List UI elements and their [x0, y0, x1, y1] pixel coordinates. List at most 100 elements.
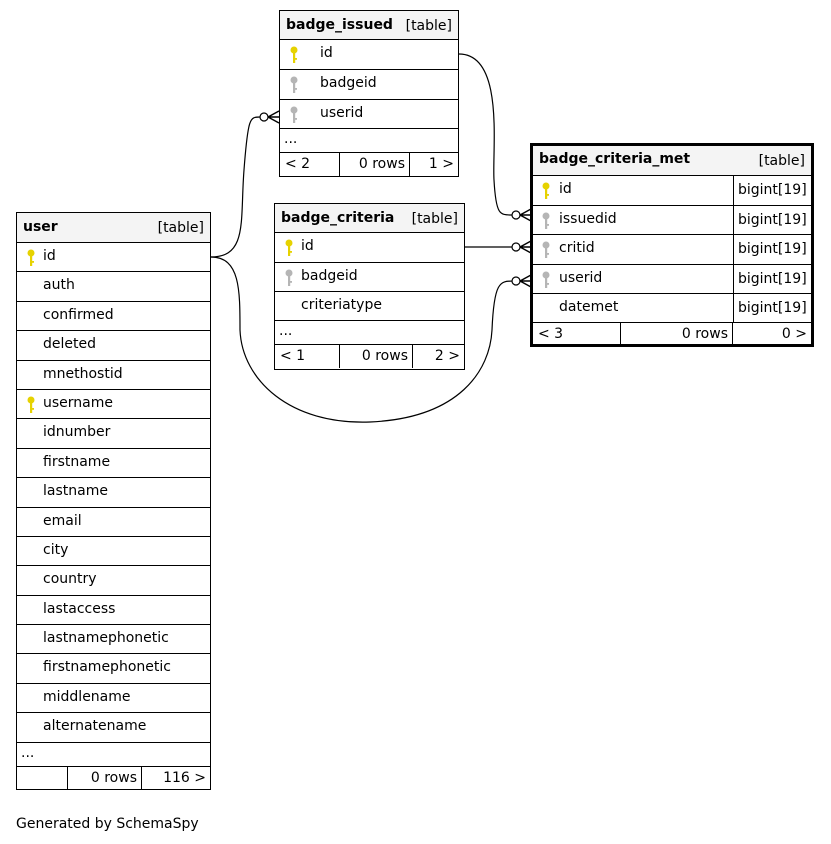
row-count: 0 rows: [681, 326, 728, 342]
table-name: badge_issued: [286, 17, 393, 33]
column-type: bigint[19]: [733, 265, 811, 293]
column-row[interactable]: username: [17, 390, 210, 420]
foreign-key-icon: [290, 76, 298, 93]
column-row[interactable]: lastaccess: [17, 596, 210, 626]
column-row[interactable]: datemet bigint[19]: [533, 294, 811, 323]
column-row[interactable]: id: [275, 233, 464, 263]
table-badge-issued[interactable]: badge_issued [table] id badgeid userid .…: [279, 10, 459, 177]
column-name: id: [43, 248, 56, 264]
children-count[interactable]: 0 >: [781, 326, 807, 342]
row-count: 0 rows: [358, 156, 405, 172]
column-name: id: [301, 238, 314, 254]
row-count: 0 rows: [90, 769, 137, 786]
column-row[interactable]: lastname: [17, 478, 210, 508]
children-count[interactable]: 116 >: [163, 769, 206, 786]
table-footer: < 2 0 rows 1 >: [280, 153, 458, 176]
column-row[interactable]: city: [17, 537, 210, 567]
foreign-key-icon: [285, 269, 293, 286]
column-row[interactable]: deleted: [17, 331, 210, 361]
table-header: badge_criteria_met [table]: [533, 146, 811, 176]
column-name: username: [43, 394, 113, 411]
table-badge-criteria[interactable]: badge_criteria [table] id badgeid criter…: [274, 203, 465, 370]
column-row[interactable]: lastnamephonetic: [17, 625, 210, 655]
column-row[interactable]: mnethostid: [17, 361, 210, 390]
column-name: firstname: [43, 453, 111, 470]
column-row[interactable]: alternatename: [17, 713, 210, 743]
table-footer: < 3 0 rows 0 >: [533, 323, 811, 347]
column-row[interactable]: firstnamephonetic: [17, 654, 210, 684]
table-footer: 0 rows 116 >: [17, 766, 210, 790]
more-columns: ...: [17, 743, 210, 767]
column-row[interactable]: badgeid: [275, 263, 464, 292]
column-name: mnethostid: [43, 365, 123, 382]
table-header: badge_issued [table]: [280, 11, 458, 40]
column-row[interactable]: userid: [280, 100, 458, 129]
primary-key-icon: [27, 396, 35, 413]
table-kind: [table]: [157, 220, 204, 236]
column-name: badgeid: [301, 268, 358, 284]
column-row[interactable]: idnumber: [17, 419, 210, 449]
primary-key-icon: [27, 249, 35, 266]
foreign-key-icon: [542, 241, 550, 258]
column-row[interactable]: badgeid: [280, 70, 458, 100]
column-name: country: [43, 571, 97, 588]
children-count[interactable]: 2 >: [434, 348, 460, 364]
parents-count[interactable]: < 1: [280, 348, 306, 364]
table-kind: [table]: [405, 18, 452, 34]
parents-count[interactable]: < 3: [538, 326, 564, 342]
edge-user-to-issued: [210, 116, 261, 258]
column-name: lastaccess: [43, 600, 116, 617]
column-name: email: [43, 512, 82, 529]
column-name: userid: [559, 270, 603, 286]
table-name: badge_criteria_met: [539, 151, 691, 167]
column-row[interactable]: country: [17, 566, 210, 596]
column-name: criteriatype: [301, 297, 382, 313]
column-name: id: [320, 45, 333, 61]
column-row[interactable]: id bigint[19]: [533, 176, 811, 206]
column-row[interactable]: email: [17, 508, 210, 537]
column-name: city: [43, 541, 69, 558]
edge-issued-to-met: [458, 53, 514, 216]
column-type: bigint[19]: [733, 176, 811, 205]
more-columns: ...: [275, 321, 464, 345]
column-name: critid: [559, 240, 595, 256]
parents-count[interactable]: < 2: [285, 156, 311, 172]
table-header: user [table]: [17, 213, 210, 243]
primary-key-icon: [542, 182, 550, 199]
column-name: issuedid: [559, 211, 617, 227]
table-kind: [table]: [758, 153, 805, 169]
column-row[interactable]: id: [17, 243, 210, 273]
row-count: 0 rows: [361, 348, 408, 364]
table-user[interactable]: user [table] id auth confirmed deleted mneth…: [16, 212, 211, 790]
column-name: middlename: [43, 688, 131, 705]
column-row[interactable]: auth: [17, 272, 210, 302]
primary-key-icon: [290, 46, 298, 63]
table-header: badge_criteria [table]: [275, 204, 464, 233]
column-name: auth: [43, 277, 75, 294]
table-kind: [table]: [411, 211, 458, 227]
generated-by-credit: Generated by SchemaSpy: [16, 816, 199, 832]
column-type: bigint[19]: [733, 294, 811, 322]
column-row[interactable]: userid bigint[19]: [533, 265, 811, 294]
primary-key-icon: [285, 239, 293, 256]
table-name: user: [23, 219, 58, 235]
foreign-key-icon: [290, 106, 298, 123]
column-row[interactable]: issuedid bigint[19]: [533, 206, 811, 235]
column-row[interactable]: middlename: [17, 684, 210, 714]
table-badge-criteria-met[interactable]: badge_criteria_met [table] id bigint[19]…: [530, 143, 814, 347]
column-row[interactable]: firstname: [17, 449, 210, 479]
children-count[interactable]: 1 >: [428, 156, 454, 172]
column-type: bigint[19]: [733, 235, 811, 264]
column-row[interactable]: id: [280, 40, 458, 70]
table-name: badge_criteria: [281, 210, 395, 226]
column-name: confirmed: [43, 306, 114, 323]
column-type: bigint[19]: [733, 206, 811, 234]
more-columns: ...: [280, 129, 458, 153]
column-name: id: [559, 181, 572, 197]
column-name: deleted: [43, 336, 96, 353]
column-name: idnumber: [43, 424, 111, 441]
column-row[interactable]: criteriatype: [275, 292, 464, 321]
column-row[interactable]: critid bigint[19]: [533, 235, 811, 265]
column-row[interactable]: confirmed: [17, 302, 210, 332]
